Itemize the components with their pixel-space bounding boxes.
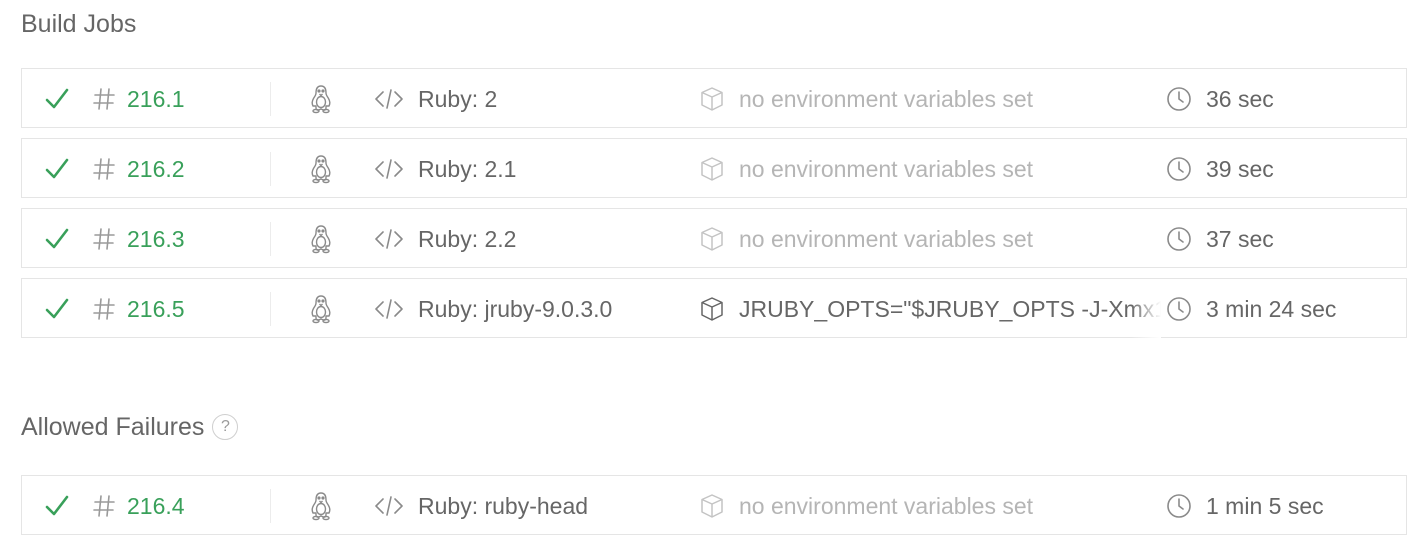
box-icon xyxy=(700,476,726,536)
row-divider xyxy=(270,222,271,256)
help-icon[interactable]: ? xyxy=(212,413,239,440)
build-jobs-list: 216.1 Ruby: 2 no environment variables s… xyxy=(21,68,1407,348)
check-icon xyxy=(44,69,74,129)
duration-label: 36 sec xyxy=(1206,85,1274,112)
linux-penguin-icon xyxy=(308,209,338,269)
build-jobs-title: Build Jobs xyxy=(21,10,137,38)
box-icon xyxy=(700,279,726,339)
hash-icon xyxy=(92,69,122,129)
clock-icon xyxy=(1166,279,1194,339)
env-vars-label: no environment variables set xyxy=(739,492,1034,519)
code-icon xyxy=(374,209,408,269)
env-vars-label: no environment variables set xyxy=(739,85,1034,112)
job-number-link[interactable]: 216.4 xyxy=(127,492,185,519)
language-label: Ruby: 2.2 xyxy=(418,225,517,252)
job-row[interactable]: 216.5 Ruby: jruby-9.0.3.0 JRUBY_OPTS="$J… xyxy=(21,278,1407,339)
env-vars-label: no environment variables set xyxy=(739,155,1034,182)
language-label: Ruby: jruby-9.0.3.0 xyxy=(418,295,613,322)
build-jobs-heading: Build Jobs xyxy=(21,10,136,39)
box-icon xyxy=(700,209,726,269)
language-label: Ruby: 2.1 xyxy=(418,155,517,182)
row-divider xyxy=(270,82,271,116)
allowed-failures-title: Allowed Failures xyxy=(21,413,205,441)
clock-icon xyxy=(1166,476,1194,536)
job-row[interactable]: 216.4 Ruby: ruby-head no environment var… xyxy=(21,475,1407,535)
clock-icon xyxy=(1166,139,1194,199)
row-divider xyxy=(270,292,271,326)
hash-icon xyxy=(92,279,122,339)
row-divider xyxy=(270,489,271,523)
duration-label: 3 min 24 sec xyxy=(1206,295,1337,322)
check-icon xyxy=(44,139,74,199)
row-divider xyxy=(270,152,271,186)
box-icon xyxy=(700,69,726,129)
language-label: Ruby: ruby-head xyxy=(418,492,589,519)
code-icon xyxy=(374,69,408,129)
code-icon xyxy=(374,139,408,199)
job-number-link[interactable]: 216.2 xyxy=(127,155,185,182)
job-number-link[interactable]: 216.1 xyxy=(127,85,185,112)
job-row[interactable]: 216.3 Ruby: 2.2 no environment variables… xyxy=(21,208,1407,268)
check-icon xyxy=(44,209,74,269)
job-row[interactable]: 216.2 Ruby: 2.1 no environment variables… xyxy=(21,138,1407,198)
allowed-failures-heading: Allowed Failures ? xyxy=(21,413,239,442)
hash-icon xyxy=(92,139,122,199)
env-vars-label: no environment variables set xyxy=(739,225,1034,252)
language-label: Ruby: 2 xyxy=(418,85,498,112)
linux-penguin-icon xyxy=(308,69,338,129)
job-number-link[interactable]: 216.3 xyxy=(127,225,185,252)
duration-label: 39 sec xyxy=(1206,155,1274,182)
hash-icon xyxy=(92,476,122,536)
job-row[interactable]: 216.1 Ruby: 2 no environment variables s… xyxy=(21,68,1407,128)
linux-penguin-icon xyxy=(308,476,338,536)
clock-icon xyxy=(1166,209,1194,269)
duration-label: 1 min 5 sec xyxy=(1206,492,1324,519)
code-icon xyxy=(374,279,408,339)
linux-penguin-icon xyxy=(308,139,338,199)
job-number-link[interactable]: 216.5 xyxy=(127,295,185,322)
duration-label: 37 sec xyxy=(1206,225,1274,252)
clock-icon xyxy=(1166,69,1194,129)
linux-penguin-icon xyxy=(308,279,338,339)
check-icon xyxy=(44,279,74,339)
check-icon xyxy=(44,476,74,536)
hash-icon xyxy=(92,209,122,269)
allowed-failures-list: 216.4 Ruby: ruby-head no environment var… xyxy=(21,475,1407,545)
env-overflow-fade xyxy=(1131,279,1161,339)
code-icon xyxy=(374,476,408,536)
env-vars-label: JRUBY_OPTS="$JRUBY_OPTS -J-Xmx1 xyxy=(739,279,1161,339)
box-icon xyxy=(700,139,726,199)
